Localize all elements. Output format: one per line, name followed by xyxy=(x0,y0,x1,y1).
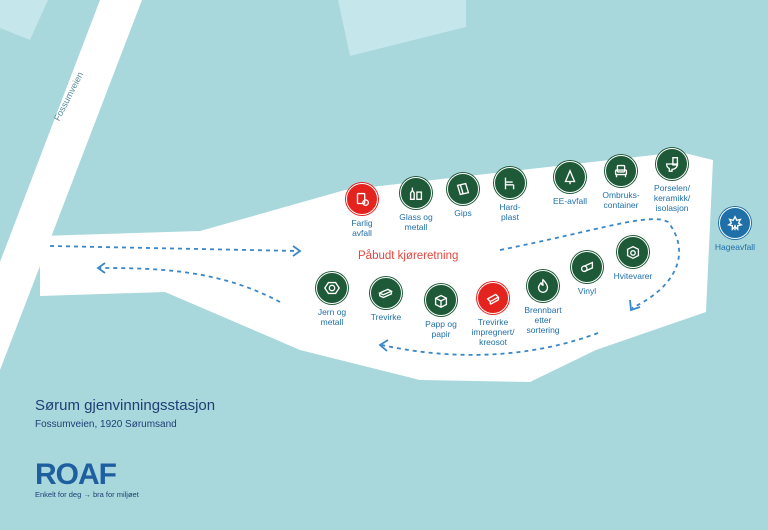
plasterboard-icon xyxy=(447,173,479,205)
station-farlig-avfall[interactable]: Farlig avfall xyxy=(322,183,402,238)
arrowhead-entry xyxy=(292,245,302,257)
station-label: Trevirke xyxy=(370,312,402,322)
wood-planks-icon xyxy=(370,277,402,309)
station-ee-avfall[interactable]: EE-avfall xyxy=(530,161,610,206)
station-label: EE-avfall xyxy=(552,196,587,206)
site-address: Fossumveien, 1920 Sørumsand xyxy=(35,419,177,430)
arrow-heads xyxy=(96,245,641,352)
flame-icon xyxy=(527,270,559,302)
upper-field-left xyxy=(0,0,48,40)
station-label: Hageavfall xyxy=(714,242,756,252)
station-label: Vinyl xyxy=(577,286,597,296)
station-ombrukscontainer[interactable]: Ombruks- container xyxy=(581,155,661,210)
station-trevirke-impregnert[interactable]: Trevirke impregnert/ kreosot xyxy=(453,282,533,347)
toilet-icon xyxy=(656,148,688,180)
station-brennbart[interactable]: Brennbart etter sortering xyxy=(503,270,583,335)
recycling-site-area xyxy=(40,152,713,382)
treated-wood-icon xyxy=(477,282,509,314)
metal-nut-icon xyxy=(316,272,348,304)
station-label: Papp og papir xyxy=(425,319,457,339)
station-glass-og-metall[interactable]: Glass og metall xyxy=(376,177,456,232)
arrowhead-loop xyxy=(629,299,641,312)
arrow-loop xyxy=(499,218,681,309)
plastic-chair-icon xyxy=(494,167,526,199)
station-label: Brennbart etter sortering xyxy=(524,305,562,335)
station-label: Farlig avfall xyxy=(351,218,373,238)
hazard-waste-icon xyxy=(346,183,378,215)
station-jern-og-metall[interactable]: Jern og metall xyxy=(292,272,372,327)
armchair-icon xyxy=(605,155,637,187)
station-label: Jern og metall xyxy=(317,307,347,327)
station-label: Glass og metall xyxy=(399,212,433,232)
washing-machine-icon xyxy=(617,236,649,268)
arrow-entry xyxy=(49,245,299,252)
station-label: Porselen/ keramikk/ isolasjon xyxy=(653,183,691,213)
station-hard-plast[interactable]: Hard- plast xyxy=(470,167,550,222)
leaf-icon xyxy=(719,207,751,239)
roaf-logo: ROAF xyxy=(35,458,117,491)
station-hageavfall[interactable]: Hageavfall xyxy=(695,207,768,252)
arrowhead-return xyxy=(378,339,389,352)
station-label: Gips xyxy=(454,208,472,218)
site-title: Sørum gjenvinningsstasjon xyxy=(35,397,216,414)
upper-field-right xyxy=(338,0,466,56)
station-label: Hvitevarer xyxy=(613,271,653,281)
station-hvitevarer[interactable]: Hvitevarer xyxy=(593,236,673,281)
station-trevirke[interactable]: Trevirke xyxy=(346,277,426,322)
road-fossumveien xyxy=(0,0,142,370)
electronics-icon xyxy=(554,161,586,193)
station-label: Ombruks- container xyxy=(602,190,640,210)
station-porselen[interactable]: Porselen/ keramikk/ isolasjon xyxy=(632,148,712,213)
vinyl-roll-icon xyxy=(571,251,603,283)
arrowhead-exit xyxy=(96,262,106,274)
station-gips[interactable]: Gips xyxy=(423,173,503,218)
arrow-exit-top xyxy=(99,267,281,303)
station-label: Hard- plast xyxy=(499,202,521,222)
station-vinyl[interactable]: Vinyl xyxy=(547,251,627,296)
driving-direction-arrows xyxy=(49,218,681,356)
direction-label: Påbudt kjøreretning xyxy=(358,250,459,262)
station-papp-og-papir[interactable]: Papp og papir xyxy=(401,284,481,339)
bottles-icon xyxy=(400,177,432,209)
logo-tagline: Enkelt for deg → bra for miljøet xyxy=(35,490,139,499)
station-label: Trevirke impregnert/ kreosot xyxy=(471,317,515,347)
cardboard-box-icon xyxy=(425,284,457,316)
